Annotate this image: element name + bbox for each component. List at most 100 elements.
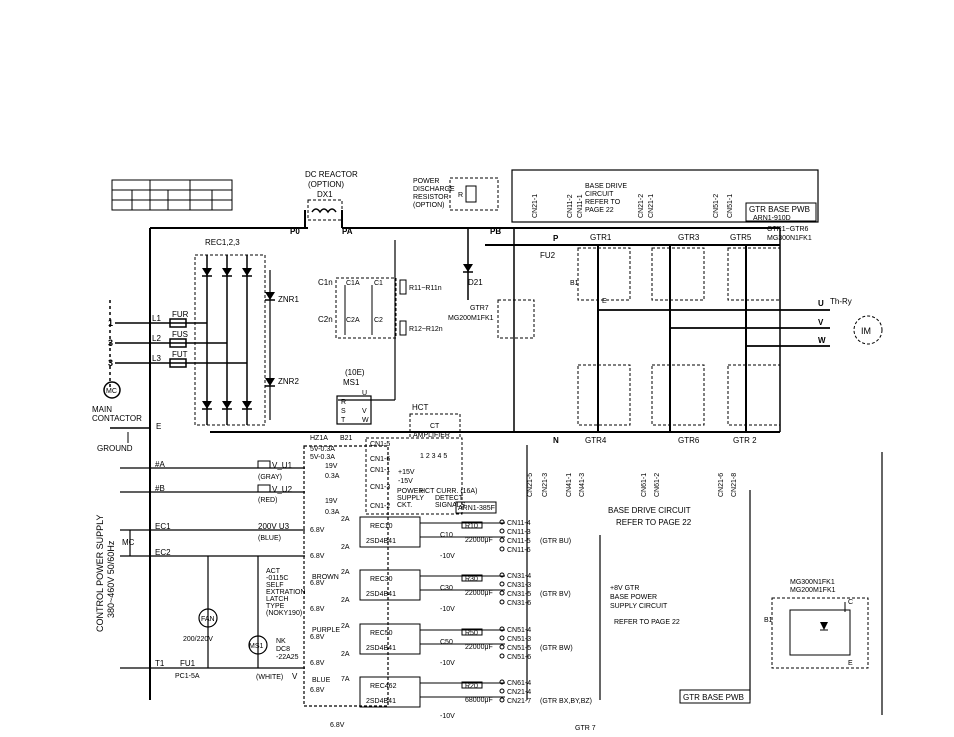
gtr-pwb-bottom-box: [679, 689, 751, 704]
act-label-1: ACT: [266, 568, 281, 575]
connector-bottom: CN41-3: [579, 473, 586, 497]
connector-bottom: CN41-1: [566, 473, 573, 497]
rectifier-diodes: [201, 255, 253, 425]
ps-h21a: HZ1A: [310, 435, 328, 442]
gtr7-box: [497, 299, 535, 339]
act-label-2: -0115C: [266, 575, 288, 582]
ms1-t: T: [341, 417, 346, 424]
cap-c2: C2: [374, 317, 383, 324]
power-supply-board: 5V-0.3A 5V-0.3A 19V 0.3A 19V 0.3A CN1-5 …: [310, 423, 497, 516]
ctrl-fuse-type: PC1-5A: [175, 673, 200, 680]
rec-amp: 2A: [341, 516, 350, 523]
ps-rating-1: 5V-0.3A: [310, 446, 335, 453]
gtr-pwb-label: GTR BASE PWB: [749, 205, 810, 214]
rec-volt1: 6.8V: [310, 527, 325, 534]
motor-im-label: IM: [861, 326, 871, 336]
rec-row: 2A6.8V2A6.8VREC502SD4B41C50R5022000μF-10…: [310, 623, 573, 684]
rec-neg: -10V: [440, 553, 455, 560]
fuse-fut: FUT: [172, 350, 188, 359]
ps-pins: 1 2 3 4 5: [420, 453, 447, 460]
ps-hct-2: DETECT: [435, 495, 464, 502]
ps-cn1-6: CN1-6: [370, 456, 390, 463]
ms1-s: S: [341, 408, 346, 415]
rec-amp: 7A: [341, 676, 350, 683]
ms1-box: [336, 395, 372, 425]
rec-cap: 22000μF: [465, 590, 493, 597]
rec-extra-volt: 6.8V: [330, 722, 345, 729]
vu3-label: 200V U3: [258, 522, 290, 531]
control-wiring: [120, 445, 389, 707]
rec-rec: REC10: [370, 523, 393, 530]
rec-amp2: 2A: [341, 544, 350, 551]
output-w: W: [818, 336, 826, 345]
rec-connector: CN21-7: [507, 698, 531, 705]
resistor-r11: R11~R11n: [409, 285, 442, 292]
nk-label-2: DC8: [276, 646, 290, 653]
cap-c2n: C2n: [318, 315, 333, 324]
rec-volt1: 6.8V: [310, 580, 325, 587]
cap-c1: C1: [374, 280, 383, 287]
base-drive-label-4: PAGE 22: [585, 207, 614, 214]
ps-rating-5: 19V: [325, 498, 338, 505]
rec-volt2: 6.8V: [310, 553, 325, 560]
bdc-label-2: REFER TO PAGE 22: [616, 518, 692, 527]
cap-c1n: C1n: [318, 278, 333, 287]
wire-color: BROWN: [312, 574, 339, 581]
resistor-r12: R12~R12n: [409, 326, 443, 333]
node-pa: PA: [342, 227, 353, 236]
rec-ic: 2SD4B41: [366, 538, 396, 545]
rec-row: 2A6.8V2A6.8VREC102SD4B41C10R1022000μF-10…: [310, 516, 571, 581]
znr2-label: ZNR2: [278, 377, 299, 386]
gtr-type-label: MG300N1FK1: [767, 235, 812, 242]
node-pb: PB: [490, 227, 501, 236]
rec-connector: CN51-6: [507, 654, 531, 661]
rec-ic: 2SD4B41: [366, 591, 396, 598]
dc-bus: [149, 210, 780, 700]
rec-rec: REC462: [370, 683, 397, 690]
ps-rating-4: 0.3A: [325, 473, 340, 480]
svg-text:C: C: [848, 599, 853, 606]
ps-rating-2: 5V-0.3A: [310, 454, 335, 461]
connector-bottom: CN21-5: [527, 473, 534, 497]
input-terminal-3: 3: [108, 358, 113, 368]
ctrl-fuse-fu1: FU1: [180, 659, 196, 668]
wire-gray: (GRAY): [258, 474, 282, 481]
hct-label: HCT: [412, 403, 429, 412]
connector-top: CN11-1: [577, 194, 584, 218]
gtr-base-label: B1: [570, 280, 579, 287]
fan-label: FAN: [201, 616, 215, 623]
rec-c: C30: [440, 585, 453, 592]
ctrl-terminal-ec2: EC2: [155, 548, 171, 557]
fan-voltage: 200/220V: [183, 636, 213, 643]
vu1-symbol: [257, 460, 271, 469]
act-label-7: (NOKY190): [266, 610, 302, 617]
rec-connector: CN21-4: [507, 689, 531, 696]
blank-table: [111, 179, 233, 211]
control-supply-voltage: 380~460V 50/60Hz: [106, 540, 116, 618]
ps-power-3: CKT.: [397, 502, 412, 509]
connector-top: CN21-2: [638, 194, 645, 218]
ps-cn1-2: CN1-2: [370, 503, 390, 510]
rec-volt2: 6.8V: [310, 660, 325, 667]
gtr-range-label: GTR1~GTR6: [767, 226, 809, 233]
rec-connector: CN11-4: [507, 520, 531, 527]
act-label-5: LATCH: [266, 596, 288, 603]
base-drive-label-2: CIRCUIT: [585, 191, 614, 198]
rec-connector: CN31-3: [507, 582, 531, 589]
rec-connector: CN31-5: [507, 591, 531, 598]
input-l3: L3: [152, 354, 161, 363]
ms1-w: W: [362, 417, 369, 424]
ground-e: E: [156, 422, 161, 431]
ps-cn1-3: CN1-3: [370, 484, 390, 491]
ps-hct-3: SIGNALS: [435, 502, 466, 509]
rec-gtr: (GTR BU): [540, 538, 571, 545]
vu2-symbol: [257, 484, 271, 493]
ps-m15v: -15V: [398, 478, 413, 485]
control-supply-label: CONTROL POWER SUPPLY: [95, 514, 105, 632]
ctrl-terminal-a: #A: [155, 460, 165, 469]
connector-bottom: CN61-1: [641, 473, 648, 497]
fuse-fus: FUS: [172, 330, 188, 339]
